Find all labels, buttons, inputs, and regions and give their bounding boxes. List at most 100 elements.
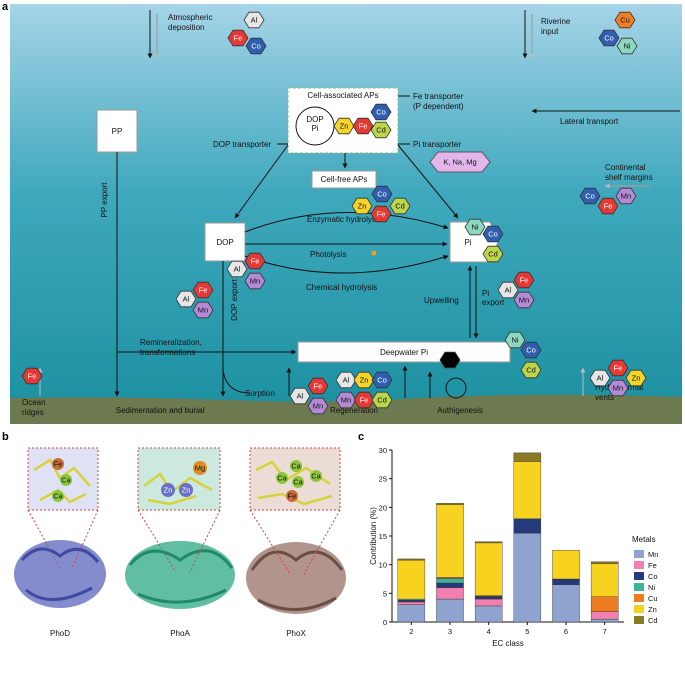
hex-fe: Fe xyxy=(370,205,392,223)
y-tick-label: 10 xyxy=(379,561,387,570)
legend-label-fe: Fe xyxy=(648,561,657,570)
phox-zoom-line-r xyxy=(303,509,341,575)
hex-mn: Mn xyxy=(607,379,629,397)
hex-mn-label: Mn xyxy=(613,384,623,393)
hex-ni-shape xyxy=(464,218,486,236)
hex-cd-shape xyxy=(370,121,392,139)
legend-label-cd: Cd xyxy=(648,616,658,625)
hex-co-label: Co xyxy=(585,192,595,201)
continental-line-1: Continental xyxy=(605,163,646,172)
phoa-helices xyxy=(128,549,234,604)
hex-cd-label: Cd xyxy=(488,250,498,259)
bar-2-fe xyxy=(397,601,426,606)
hex-mn-shape xyxy=(607,379,629,397)
hex-cu: Cu xyxy=(614,11,636,29)
y-axis-label: Contribution (%) xyxy=(369,507,378,565)
hex-fe: Fe xyxy=(192,281,214,299)
hex-co-shape xyxy=(598,29,620,47)
hex-ca: Ca xyxy=(439,351,461,369)
dop-pi-line-2: Pi xyxy=(311,124,318,133)
legend-label-ni: Ni xyxy=(648,583,655,592)
phod-ion-3 xyxy=(52,490,64,502)
hex-ni-label: Ni xyxy=(511,336,518,345)
phox-ion-5 xyxy=(286,490,298,502)
hex-mn-shape xyxy=(307,397,329,415)
hex-al-label: Al xyxy=(597,374,604,383)
bar-3-fe xyxy=(436,587,464,600)
hydrothermal-line-2: vents xyxy=(595,393,614,402)
dop-box xyxy=(204,222,246,262)
remineralization-text: Remineralization,transformations xyxy=(140,338,202,357)
hex-fe-shape xyxy=(513,271,535,289)
phod-ion-1-label: Fe xyxy=(54,460,63,469)
cell-free-label: Cell-free APs xyxy=(321,175,368,184)
hex-al: Al xyxy=(175,290,197,308)
hex-ni: Ni xyxy=(616,37,638,55)
hex-fe-label: Fe xyxy=(359,122,368,131)
phoa-ion-1 xyxy=(193,461,207,475)
hex-al-shape xyxy=(497,281,519,299)
bar-6-zn xyxy=(552,550,580,580)
hex-fe-shape xyxy=(244,252,266,270)
continental-line-2: shelf margins xyxy=(605,173,653,182)
hex-cd-label: Cd xyxy=(526,366,536,375)
hex-al-shape xyxy=(243,11,265,29)
phox-ion-4-label: Ca xyxy=(311,472,321,481)
atmospheric-line-1: Atmospheric xyxy=(168,13,212,22)
lateral-label: Lateral transport xyxy=(560,117,619,126)
hex-fe-label: Fe xyxy=(520,276,529,285)
hex-fe-label: Fe xyxy=(604,202,613,211)
hex-al-label: Al xyxy=(343,376,350,385)
phod-zoom-line-l xyxy=(27,509,61,569)
legend-label-zn: Zn xyxy=(648,605,657,614)
hex-mn-shape xyxy=(192,301,214,319)
hex-mn-label: Mn xyxy=(313,402,323,411)
hex-co-shape xyxy=(245,37,267,55)
hex-cd-label: Cd xyxy=(395,202,405,211)
legend-swatch-fe xyxy=(634,561,644,569)
phod-label: PhoD xyxy=(50,629,70,638)
hex-mn: Mn xyxy=(615,187,637,205)
legend-swatch-zn xyxy=(634,605,644,613)
pp-box xyxy=(96,109,138,153)
hex-mn-shape xyxy=(513,291,535,309)
hex-fe-label: Fe xyxy=(234,34,243,43)
phox-structure xyxy=(246,542,346,614)
phod-ion-3-label: Ca xyxy=(53,492,63,501)
bar-2-co xyxy=(397,600,426,603)
hex-fe-label: Fe xyxy=(199,286,208,295)
legend-swatch-mn xyxy=(634,550,644,558)
deepwater-label: Deepwater Pi xyxy=(380,348,428,357)
hex-zn-shape xyxy=(353,371,375,389)
phoa-zoom-line-r xyxy=(189,509,221,573)
hex-co-label: Co xyxy=(376,108,386,117)
x-tick-label: 2 xyxy=(409,627,413,636)
hex-ni-label: Ni xyxy=(623,42,630,51)
photolysis-label: Photolysis xyxy=(310,250,346,259)
legend-swatch-cu xyxy=(634,594,644,602)
hex-fe: Fe xyxy=(352,117,374,135)
dop-export-label: DOP export xyxy=(230,278,239,320)
sorption-curve xyxy=(222,369,251,394)
hex-mn-label: Mn xyxy=(250,277,260,286)
y-tick-label: 5 xyxy=(383,589,387,598)
phoa-zoom-line-l xyxy=(137,509,177,573)
hex-cu-shape xyxy=(614,11,636,29)
legend-label-cu: Cu xyxy=(648,594,658,603)
hex-fe-label: Fe xyxy=(614,364,623,373)
hex-zn-label: Zn xyxy=(358,202,367,211)
enzymatic-arrow xyxy=(244,211,449,233)
hex-zn-label: Zn xyxy=(632,374,641,383)
hex-al-shape xyxy=(335,371,357,389)
hex-co-shape xyxy=(482,225,504,243)
bar-2-zn xyxy=(397,559,426,600)
hex-fe: Fe xyxy=(307,377,329,395)
hex-mn-shape xyxy=(615,187,637,205)
hex-al-shape xyxy=(589,369,611,387)
hex-zn-shape xyxy=(625,369,647,387)
legend-swatch-ni xyxy=(634,583,644,591)
